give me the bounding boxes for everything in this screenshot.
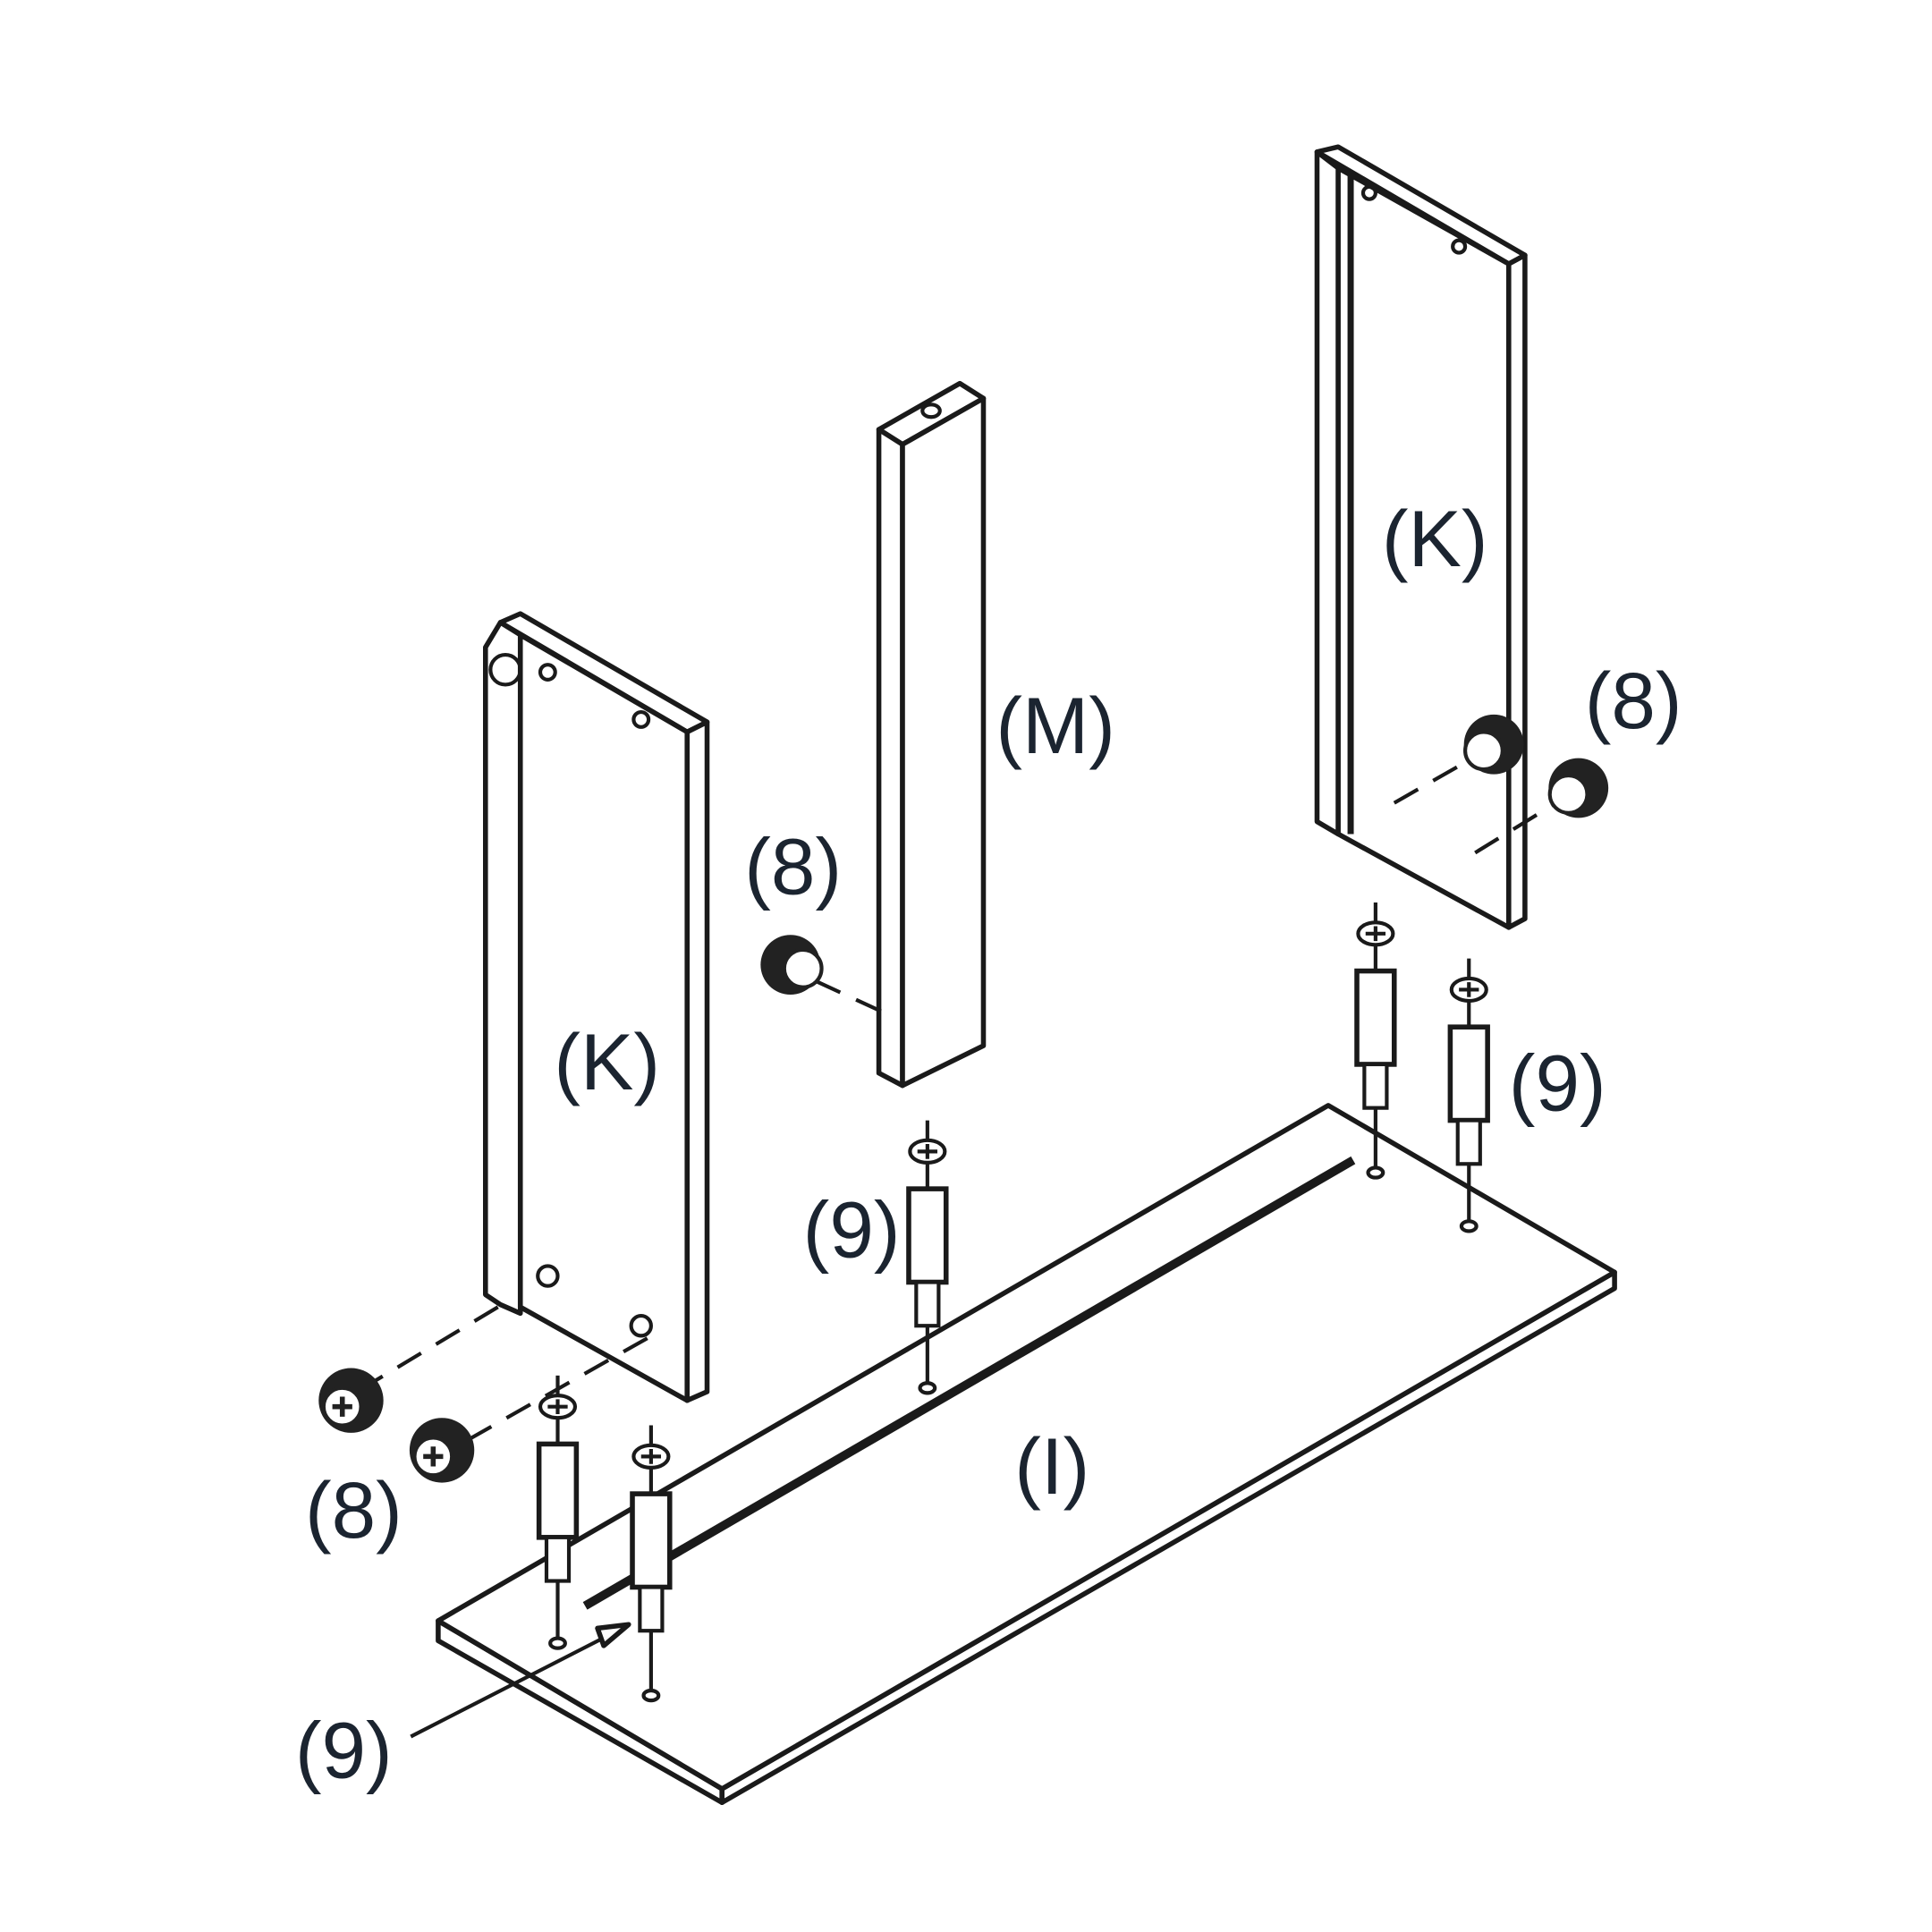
cam-lock-icon <box>409 1418 475 1483</box>
cam-lock-icon <box>1547 758 1609 818</box>
label-part-m: (M) <box>996 681 1115 770</box>
dowel-icon <box>536 1375 580 1650</box>
dowel-icon <box>630 1425 673 1703</box>
divider-m <box>814 380 987 1089</box>
cam-lock-8-group <box>318 714 1609 1483</box>
dowel-icon <box>1447 958 1490 1233</box>
cam-lock-icon <box>318 1368 384 1433</box>
dowel-icon <box>906 1120 949 1395</box>
label-cam-8-middle: (8) <box>744 821 842 911</box>
label-part-i: (I) <box>1014 1421 1089 1511</box>
base-board-i <box>436 1103 1617 1806</box>
dowel-9-group <box>536 902 1490 1703</box>
label-dowel-9-right: (9) <box>1509 1038 1606 1127</box>
label-part-k-left: (K) <box>554 1017 660 1106</box>
label-part-k-right: (K) <box>1382 494 1488 583</box>
cam-lock-icon <box>1463 714 1524 775</box>
arrow-head-icon <box>595 1622 631 1648</box>
cam-lock-icon <box>760 935 824 996</box>
side-panel-k-left <box>372 611 710 1446</box>
side-panel-k-right <box>1314 144 1557 930</box>
pointer-arrow <box>410 1626 623 1739</box>
label-cam-8-left: (8) <box>305 1465 402 1555</box>
label-dowel-9-middle: (9) <box>803 1185 901 1275</box>
label-cam-8-right: (8) <box>1585 656 1682 745</box>
dowel-icon <box>1354 902 1397 1180</box>
label-dowel-9-left: (9) <box>295 1705 393 1794</box>
